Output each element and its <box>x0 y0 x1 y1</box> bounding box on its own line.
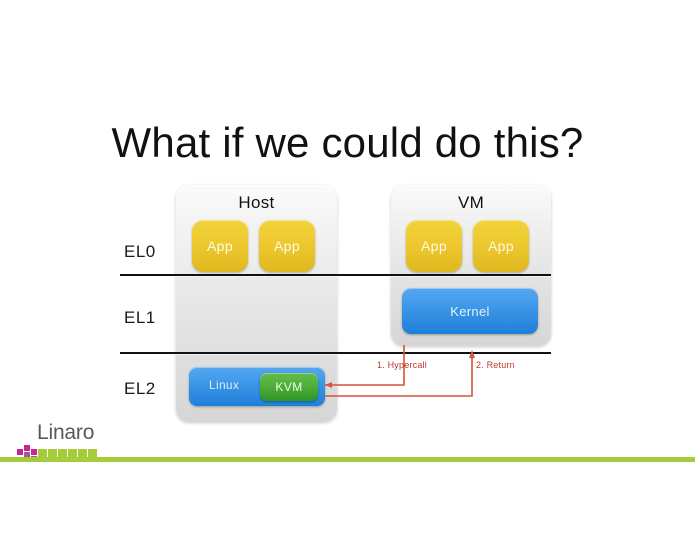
privilege-level-diagram: EL0 EL1 EL2 Host VM App App App App Kern… <box>120 185 551 422</box>
return-arrow <box>325 350 475 397</box>
exception-level-label-el2: EL2 <box>124 379 156 398</box>
return-label: 2. Return <box>476 360 515 370</box>
vm-app-tile-2: App <box>473 220 529 272</box>
vm-app-tile-1: App <box>406 220 462 272</box>
divider-el1-el2 <box>120 352 551 354</box>
flow-arrows <box>325 345 475 397</box>
exception-level-label-el1: EL1 <box>124 308 156 327</box>
page-title: What if we could do this? <box>111 119 584 167</box>
exception-level-label-el0: EL0 <box>124 242 156 261</box>
vm-kernel-tile: Kernel <box>402 288 538 334</box>
host-linux-label: Linux <box>209 378 240 392</box>
vm-zone-title: VM <box>457 193 485 212</box>
divider-el0-el1 <box>120 274 551 276</box>
footer-rule <box>0 457 695 462</box>
linaro-wordmark: Linaro <box>37 421 95 444</box>
host-zone-title: Host <box>238 193 275 212</box>
host-kvm-tile: KVM <box>260 373 318 401</box>
host-app-tile-1: App <box>192 220 248 272</box>
host-app-tile-2: App <box>259 220 315 272</box>
linaro-logo: Linaro <box>17 421 112 461</box>
hypercall-label: 1. Hypercall <box>377 360 427 370</box>
